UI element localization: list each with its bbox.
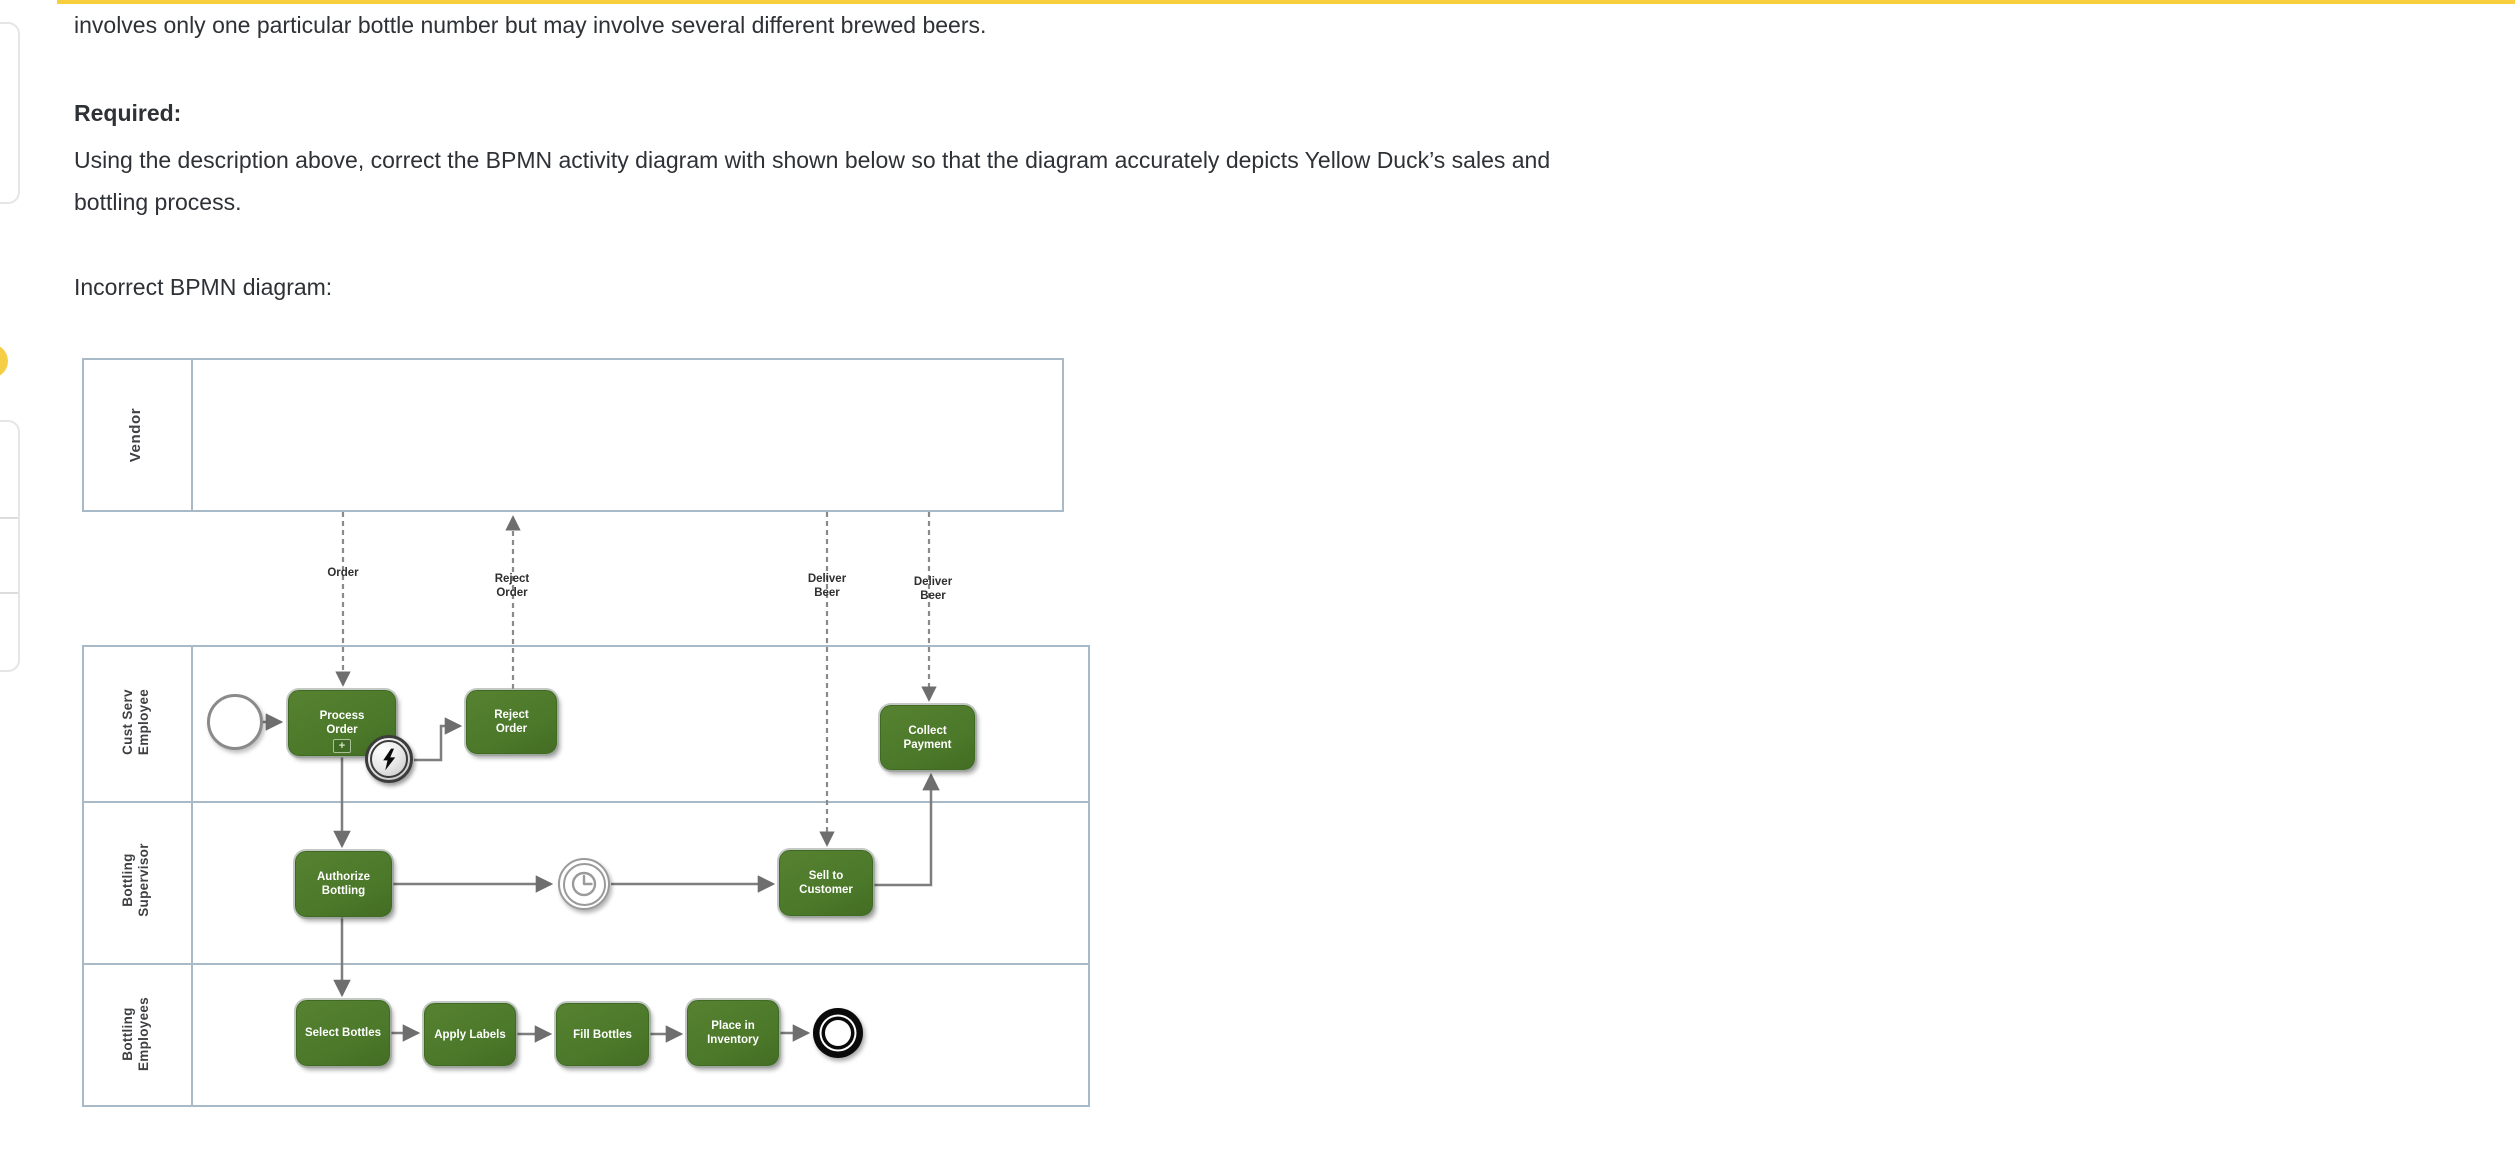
intro-text: involves only one particular bottle numb… bbox=[74, 12, 987, 38]
message-label-reject-order: Reject Order bbox=[494, 573, 530, 599]
lane-divider bbox=[84, 801, 1088, 803]
task-select-bottles: Select Bottles bbox=[296, 1000, 390, 1066]
message-label-deliver-beer-1: Deliver Beer bbox=[807, 573, 847, 599]
sequence-flow-sell-to-collect-payment bbox=[874, 772, 940, 887]
error-event-inner-ring bbox=[370, 740, 408, 778]
start-event bbox=[207, 694, 263, 750]
task-apply-labels: Apply Labels bbox=[424, 1003, 516, 1066]
end-event bbox=[813, 1008, 863, 1058]
sidebar-yellow-badge[interactable] bbox=[0, 344, 8, 378]
timer-event-inner-ring bbox=[562, 862, 606, 906]
subprocess-plus-marker: + bbox=[333, 739, 351, 753]
required-body-line2: bottling process. bbox=[74, 189, 242, 215]
lane-divider bbox=[84, 963, 1088, 965]
error-boundary-event bbox=[365, 735, 413, 783]
main-pool-label-divider bbox=[191, 647, 193, 1105]
sidebar-card-clipped-1[interactable] bbox=[0, 22, 20, 204]
clock-icon bbox=[571, 871, 597, 897]
sequence-flow-error-to-reject-order bbox=[414, 717, 463, 762]
timer-event bbox=[558, 858, 610, 910]
message-label-order: Order bbox=[327, 567, 359, 579]
error-lightning-icon bbox=[383, 748, 396, 770]
sidebar-card-divider bbox=[0, 592, 18, 594]
sidebar-card-divider bbox=[0, 517, 18, 519]
task-reject-order: Reject Order bbox=[466, 690, 557, 754]
message-label-deliver-beer-2: Deliver Beer bbox=[913, 576, 953, 602]
task-authorize-bottling: Authorize Bottling bbox=[295, 851, 392, 917]
required-heading: Required: bbox=[74, 100, 182, 126]
task-place-in-inventory: Place in Inventory bbox=[687, 1000, 779, 1066]
vendor-pool bbox=[82, 358, 1064, 512]
diagram-caption: Incorrect BPMN diagram: bbox=[74, 274, 333, 300]
vendor-pool-label-divider bbox=[191, 360, 193, 510]
sidebar-card-clipped-2[interactable] bbox=[0, 420, 20, 672]
top-accent-line bbox=[57, 0, 2515, 4]
task-sell-to-customer: Sell to Customer bbox=[779, 850, 873, 916]
required-body-line1: Using the description above, correct the… bbox=[74, 147, 1551, 173]
task-fill-bottles: Fill Bottles bbox=[556, 1003, 649, 1066]
task-collect-payment: Collect Payment bbox=[880, 705, 975, 770]
